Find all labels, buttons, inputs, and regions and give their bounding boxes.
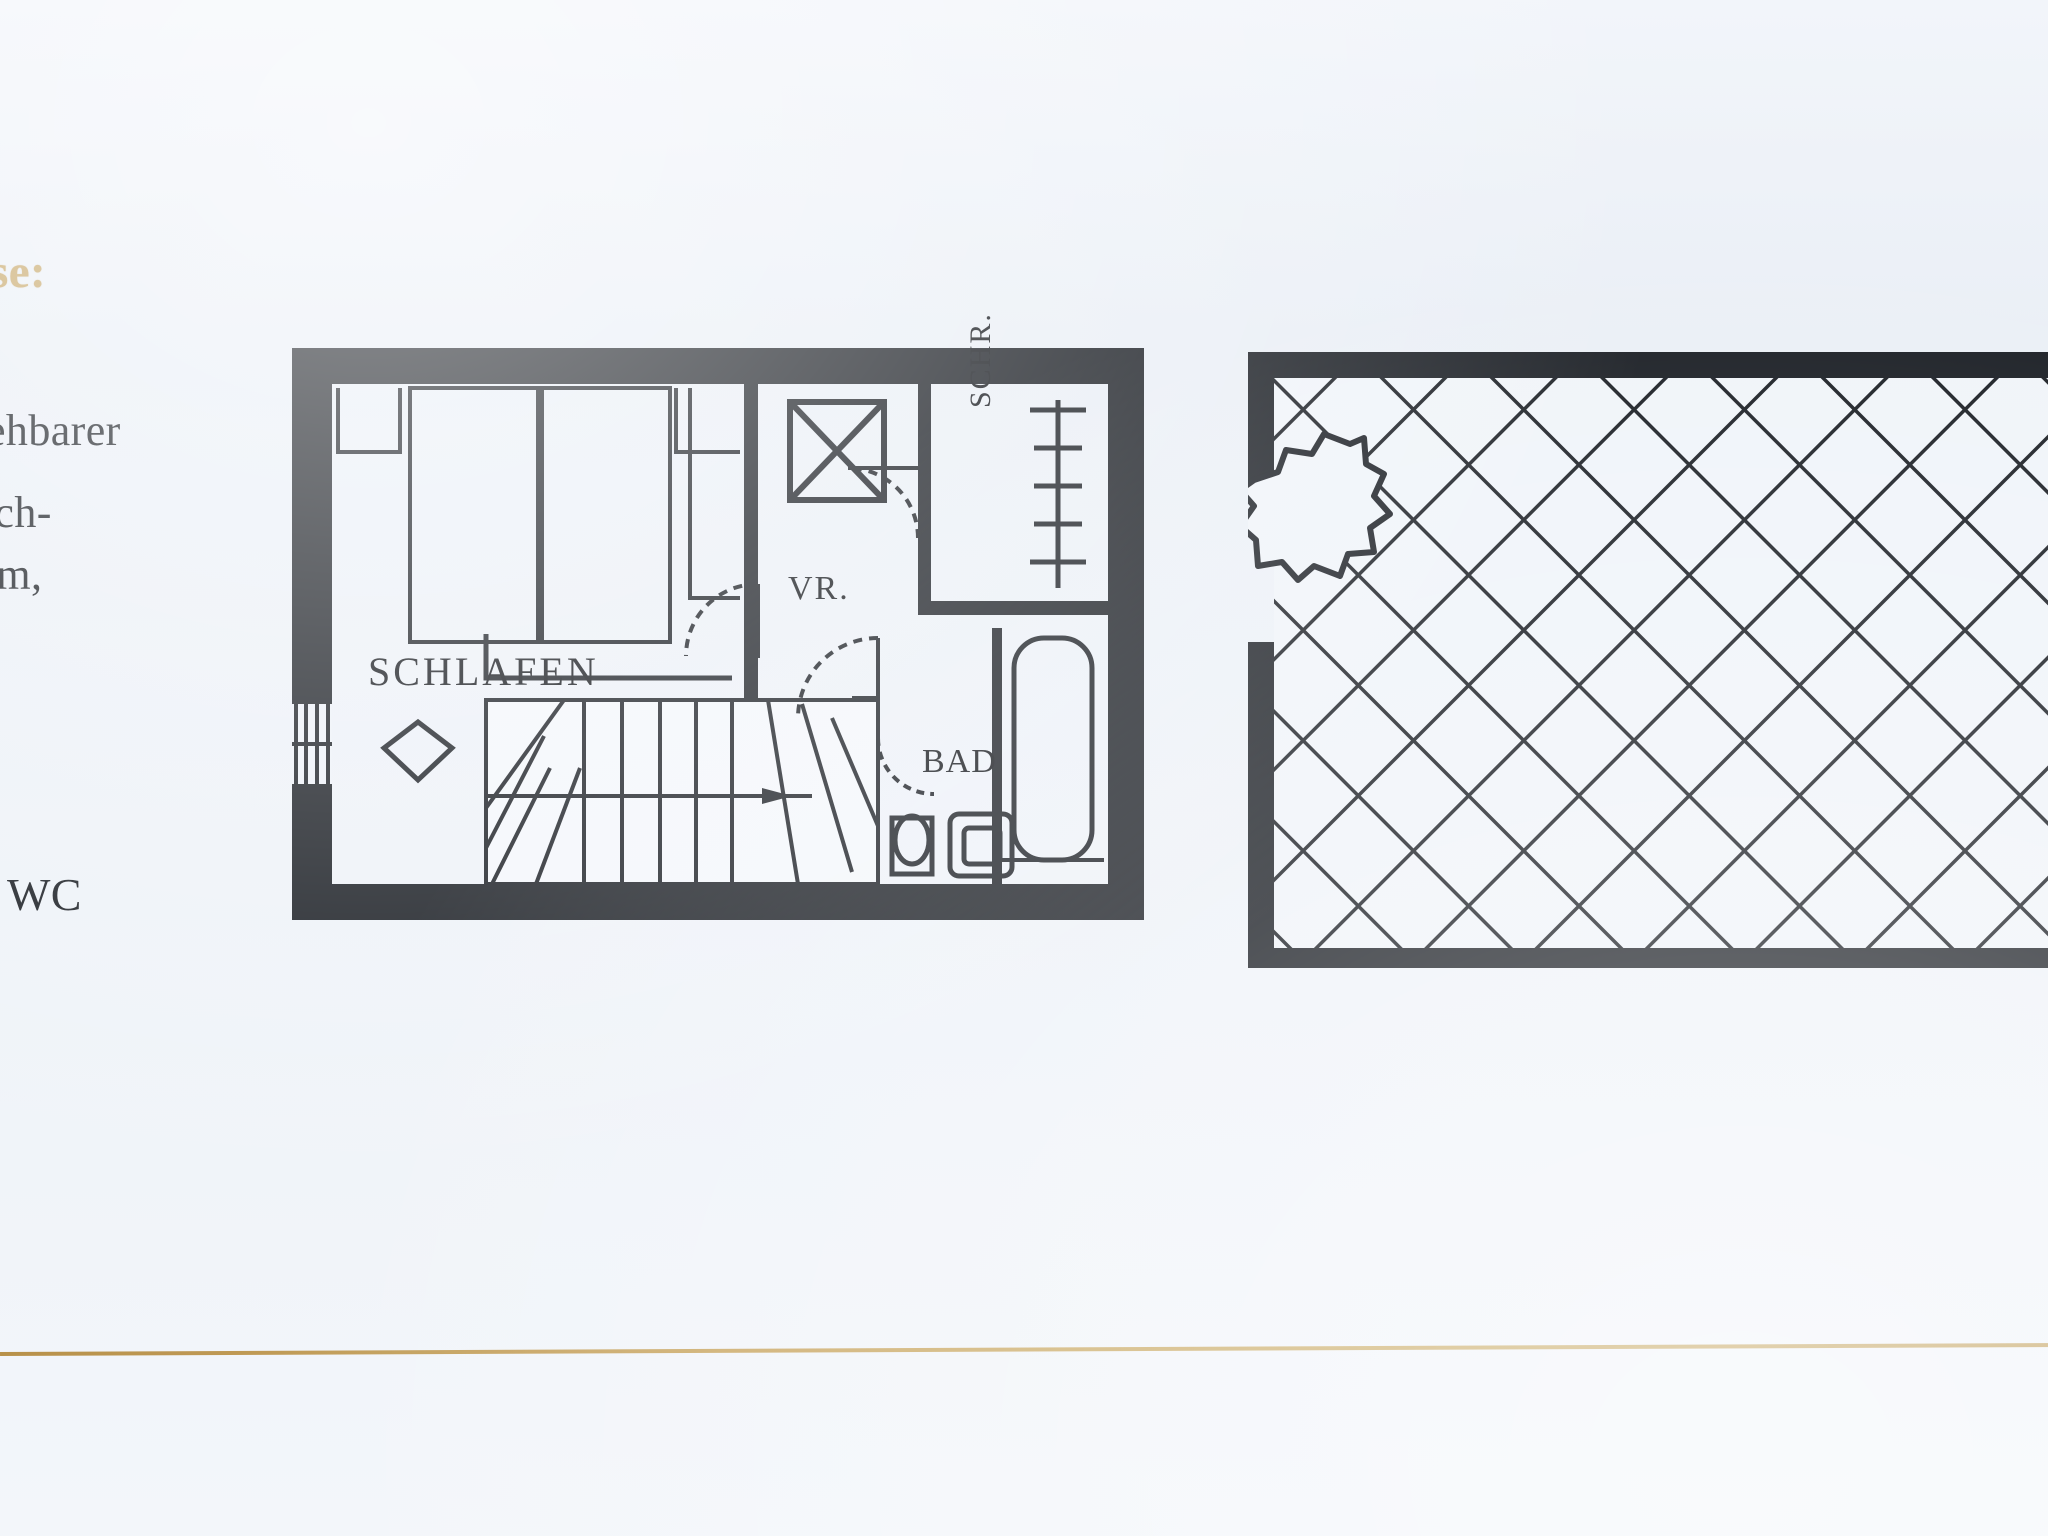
body-text-line-2: och- <box>0 488 52 537</box>
body-text-line-1: ehbarer <box>0 406 121 455</box>
terrace-wall-left-lower <box>1248 642 1274 968</box>
shrub-icon <box>1248 431 1393 583</box>
washbasin-outer <box>947 811 1015 879</box>
terrace-wall-left-upper <box>1248 352 1274 492</box>
shaft-x-box <box>787 399 887 503</box>
door-swing-bad-internal <box>876 737 935 796</box>
clothes-rail <box>1030 400 1086 588</box>
body-text-line-4: , WC <box>0 869 82 920</box>
bed-right <box>540 386 672 644</box>
room-label-schlafen: SCHLAFEN <box>368 649 599 694</box>
terrace-wall-bottom <box>1248 948 2048 968</box>
terrace-drawing <box>1248 352 2048 968</box>
stool-diamond <box>380 718 456 784</box>
terrace-plan <box>1248 352 2048 968</box>
toilet-bowl <box>892 813 932 867</box>
winder-staircase <box>484 698 880 886</box>
body-text-line-3: um, <box>0 550 43 599</box>
bed-left <box>408 386 540 644</box>
window-left-wall <box>292 704 332 784</box>
room-label-vr: VR. <box>788 570 850 607</box>
nightstand-right <box>674 388 740 454</box>
paving-hatch-field <box>1274 378 2048 968</box>
heading-fragment: se: <box>0 246 47 298</box>
room-label-schr: SCHR. <box>964 312 997 408</box>
door-swing-vr-schlafen <box>684 582 759 657</box>
nightstand-left <box>336 388 402 454</box>
shrub-outline <box>1248 431 1393 583</box>
stair-balustrade <box>483 634 732 681</box>
door-swing-vr-bad <box>796 636 879 719</box>
room-label-bad: BAD <box>922 743 997 780</box>
washbasin-inner <box>961 825 1003 867</box>
bathtub <box>1011 635 1095 863</box>
terrace-walls <box>1248 352 2048 968</box>
bathroom-fixtures <box>889 635 1104 879</box>
door-swings <box>684 466 935 796</box>
upper-floor-plan: SCHLAFEN VR. SCHR. BAD <box>292 312 1144 920</box>
wardrobe-block <box>688 388 740 600</box>
terrace-wall-top <box>1248 352 2048 378</box>
gold-divider-rule <box>0 1343 2048 1356</box>
floor-plan-drawing <box>292 348 1144 920</box>
exterior-walls <box>292 348 1144 920</box>
bedroom-furniture <box>336 386 740 784</box>
